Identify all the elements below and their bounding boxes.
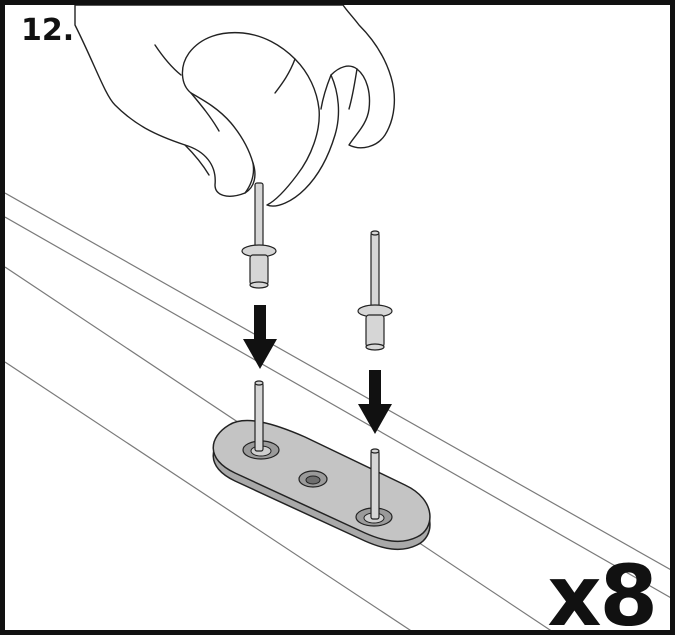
rivet-icon	[254, 380, 380, 520]
rivet-icon	[241, 182, 277, 289]
step-number: 12.	[21, 13, 75, 48]
bracket-plate-icon	[212, 419, 431, 551]
assembly-illustration	[5, 5, 670, 630]
down-arrow-icon	[358, 370, 392, 434]
quantity-label: x8	[547, 547, 658, 635]
hand-icon	[74, 5, 396, 207]
rivet-icon	[357, 230, 393, 351]
down-arrow-icon	[243, 305, 277, 369]
